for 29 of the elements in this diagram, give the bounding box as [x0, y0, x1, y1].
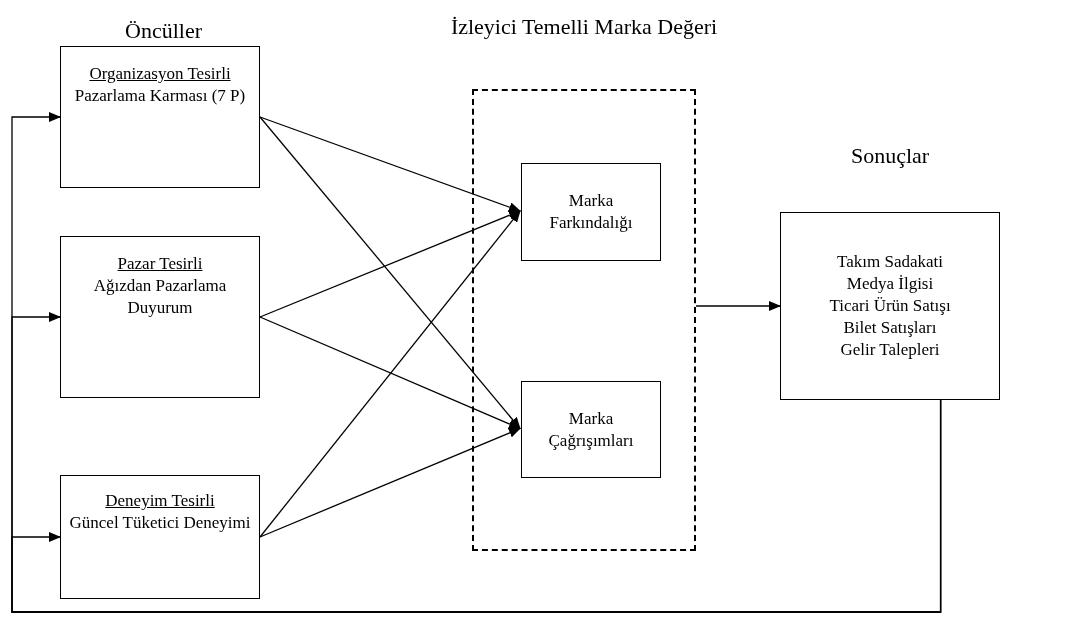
box-text: Ticari Ürün Satışı — [828, 295, 952, 317]
box-heading: Deneyim Tesirli — [104, 490, 216, 512]
process-box — [60, 236, 260, 398]
box-heading: Organizasyon Tesirli — [88, 63, 232, 85]
process-box — [60, 46, 260, 188]
group-heading: İzleyici Temelli Marka Değeri — [450, 16, 718, 38]
box-text: Medya İlgisi — [845, 273, 935, 295]
box-text: Ağızdan Pazarlama Duyurum — [92, 275, 228, 319]
process-box — [60, 475, 260, 599]
arrow — [259, 316, 521, 430]
arrow — [259, 210, 521, 318]
arrow — [695, 301, 781, 311]
arrow — [259, 116, 521, 430]
box-text: Takım Sadakati — [836, 251, 944, 273]
arrow — [259, 210, 521, 538]
arrow — [259, 116, 521, 212]
box-heading: Pazar Tesirli — [116, 253, 204, 275]
process-box — [521, 381, 661, 478]
box-text: Marka Çağrışımları — [547, 407, 635, 452]
arrow — [11, 399, 942, 613]
box-text: Pazarlama Karması (7 P) — [73, 85, 247, 107]
box-text: Güncel Tüketici Deneyimi — [68, 512, 252, 534]
box-text: Marka Farkındalığı — [548, 190, 634, 234]
arrow — [259, 427, 521, 538]
box-text: Bilet Satışları — [842, 317, 938, 339]
group-heading: Sonuçlar — [850, 145, 930, 167]
column-heading: Öncüller — [125, 17, 202, 45]
process-box — [521, 163, 661, 261]
box-text: Gelir Talepleri — [839, 339, 941, 361]
